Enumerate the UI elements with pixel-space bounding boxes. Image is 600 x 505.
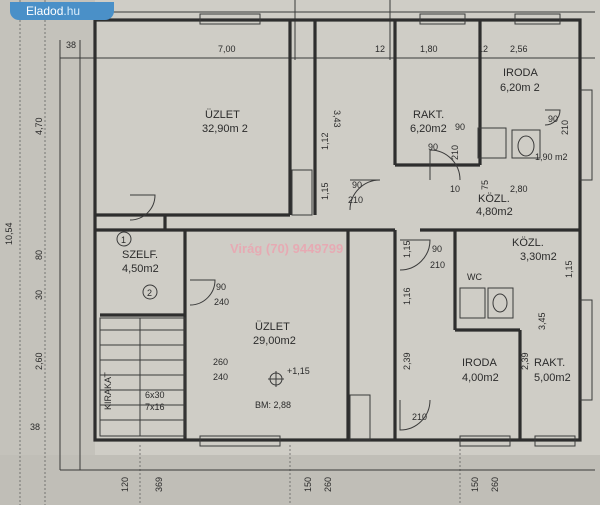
dim-90f: 90: [548, 114, 558, 124]
level-markers: [116, 231, 284, 387]
room-name-kozl-right: KÖZL.: [512, 237, 544, 249]
dim-bottom-150b: 150: [470, 477, 480, 492]
dim-38b: 38: [30, 422, 40, 432]
room-area-uzlet-top: 32,90m 2: [202, 123, 248, 135]
dimension-labels: 7,00 12 1,80 12 2,56 38 4,70 10,54 3,43 …: [4, 40, 574, 492]
dim-210c: 210: [450, 145, 460, 160]
dim-bottom-120: 120: [120, 477, 130, 492]
dim-80: 80: [34, 250, 44, 260]
dim-90c: 90: [428, 142, 438, 152]
dim-90a: 90: [352, 180, 362, 190]
marker-2: 2: [147, 288, 152, 298]
room-area-rakt-top: 6,20m2: [410, 123, 447, 135]
dim-256: 2,56: [510, 44, 528, 54]
dim-240a: 240: [214, 297, 229, 307]
dim-700: 7,00: [218, 44, 236, 54]
wc-fixtures: [459, 127, 541, 319]
dim-12b: 12: [478, 44, 488, 54]
dim-115c: 1,15: [564, 260, 574, 278]
dim-180: 1,80: [420, 44, 438, 54]
room-area-iroda-top: 6,20m 2: [500, 82, 540, 94]
marker-1: 1: [121, 235, 126, 245]
dim-115a: 1,15: [320, 182, 330, 200]
room-name-kozl-top: KÖZL.: [478, 193, 510, 205]
dim-210a: 210: [348, 195, 363, 205]
dim-75: 75: [480, 180, 490, 190]
stair-block: [99, 317, 186, 437]
label-stair-size-2: 7x16: [145, 402, 165, 412]
room-name-iroda-bottom: IRODA: [462, 357, 498, 369]
dim-112: 1,12: [320, 132, 330, 150]
room-name-rakt-top: RAKT.: [413, 109, 444, 121]
room-name-iroda-top: IRODA: [503, 67, 539, 79]
dim-12a: 12: [375, 44, 385, 54]
dim-1054: 10,54: [4, 222, 14, 245]
dim-bottom-150a: 150: [303, 477, 313, 492]
logo-tld: .hu: [63, 4, 81, 18]
dim-90e: 90: [455, 122, 465, 132]
dim-280: 2,80: [510, 184, 528, 194]
dim-260a: 260: [213, 357, 228, 367]
windows: [199, 13, 593, 447]
dim-210d: 210: [412, 412, 427, 422]
room-label-wc: WC: [467, 272, 482, 282]
room-name-rakt-bottom: RAKT.: [534, 357, 565, 369]
dim-260b: 2,60: [34, 352, 44, 370]
label-kirakat: KIRAKAT: [103, 372, 113, 410]
dim-30: 30: [34, 290, 44, 300]
dim-345: 3,45: [537, 312, 547, 330]
dim-210e: 210: [560, 120, 570, 135]
level-bm: BM: 2,88: [255, 400, 291, 410]
dim-470: 4,70: [34, 117, 44, 135]
dim-90d: 90: [216, 282, 226, 292]
room-area-iroda-small: 1,90 m2: [535, 152, 568, 162]
room-area-szelf: 4,50m2: [122, 263, 159, 275]
dim-116: 1,16: [402, 287, 412, 305]
dim-bottom-260a: 260: [323, 477, 333, 492]
paper-shade-bottom: [0, 455, 600, 505]
room-area-kozl-top: 4,80m2: [476, 206, 513, 218]
room-name-szelf: SZELF.: [122, 249, 158, 261]
paper-shade-left: [0, 0, 95, 505]
dim-115b: 1,15: [402, 240, 412, 258]
dim-90b: 90: [432, 244, 442, 254]
room-area-rakt-bottom: 5,00m2: [534, 372, 571, 384]
site-logo[interactable]: Eladod.hu: [10, 2, 115, 20]
dim-bottom-260b: 260: [490, 477, 500, 492]
room-name-uzlet-top: ÜZLET: [205, 109, 240, 121]
dim-240b: 240: [213, 372, 228, 382]
dim-210b: 210: [430, 260, 445, 270]
dim-239b: 2,39: [520, 352, 530, 370]
walls: [93, 18, 582, 442]
logo-brand: Eladod: [26, 4, 64, 18]
contact-watermark: Virág (70) 9449799: [230, 241, 344, 256]
dim-343: 3,43: [332, 110, 342, 128]
dimension-lines: [19, 0, 595, 505]
dim-10: 10: [450, 184, 460, 194]
dim-239a: 2,39: [402, 352, 412, 370]
room-labels: ÜZLET 32,90m 2 RAKT. 6,20m2 IRODA 6,20m …: [103, 67, 571, 412]
room-name-uzlet-bottom: ÜZLET: [255, 321, 290, 333]
room-area-kozl-right: 3,30m2: [520, 251, 557, 263]
room-area-uzlet-bottom: 29,00m2: [253, 335, 296, 347]
room-area-iroda-bottom: 4,00m2: [462, 372, 499, 384]
dim-38: 38: [66, 40, 76, 50]
label-stair-size-1: 6x30: [145, 390, 165, 400]
dim-bottom-369: 369: [154, 477, 164, 492]
door-swings: [129, 109, 561, 431]
level-elevation: +1,15: [287, 366, 310, 376]
